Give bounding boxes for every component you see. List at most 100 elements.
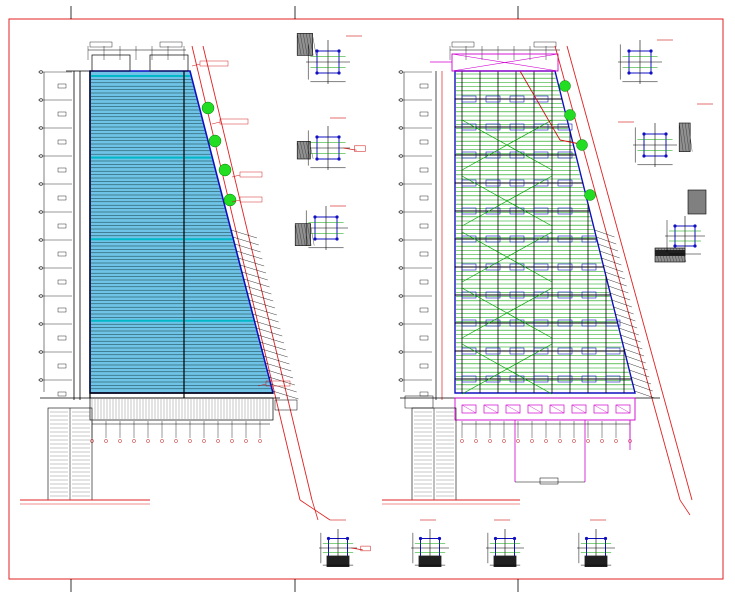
dimension-tag (57, 363, 67, 369)
roof-callout-bubble (208, 134, 222, 148)
detail-bolt (649, 49, 653, 53)
dimension-tag (57, 279, 67, 285)
grid-bubble (39, 294, 43, 298)
detail-base-plate (418, 555, 442, 567)
property-boundary (554, 45, 681, 501)
detail-bolt (313, 237, 317, 241)
roof-framing-plan (382, 41, 693, 516)
ridge-member (519, 70, 561, 141)
detail-bolt (627, 71, 631, 75)
detail-bolt (673, 224, 677, 228)
side-hatch (247, 292, 274, 302)
property-boundary (202, 45, 313, 501)
grid-bubble (488, 439, 492, 443)
detail-hatch (309, 33, 314, 56)
detail-bolt (418, 536, 423, 541)
side-hatch (618, 327, 639, 336)
dimension-tag (57, 167, 67, 173)
detail-bolt (313, 215, 317, 219)
side-hatch (241, 271, 268, 281)
side-hatch (601, 257, 622, 266)
side-hatch (234, 243, 261, 253)
parapet-box (91, 54, 131, 72)
detail-base-plate (326, 555, 350, 567)
side-hatch (238, 257, 265, 267)
connection-detail (296, 33, 350, 84)
annotation-leader (231, 199, 241, 203)
truss-node (581, 235, 597, 243)
truss-node (485, 123, 501, 131)
grid-bubble (544, 439, 548, 443)
grid-bubble (202, 439, 206, 443)
canopy-node (483, 404, 499, 414)
grid-bubble (614, 439, 618, 443)
canopy-brace (505, 404, 521, 414)
truss-node (533, 347, 549, 355)
grid-bubble (399, 350, 403, 354)
truss-node (485, 151, 501, 159)
canopy-frame (454, 397, 636, 421)
cross-bracing (461, 287, 553, 339)
cross-bracing (461, 231, 553, 283)
truss-node (557, 151, 573, 159)
grid-bubble (399, 98, 403, 102)
side-hatch (620, 334, 641, 343)
truss-node (509, 319, 525, 327)
detail-base-plate (584, 555, 608, 567)
grid-bubble (572, 439, 576, 443)
grid-bubble (530, 439, 534, 443)
grid-bubble (39, 266, 43, 270)
side-hatch (597, 243, 619, 252)
cross-bracing (461, 343, 553, 395)
grid-bubble (399, 154, 403, 158)
grid-bubble (399, 238, 403, 242)
detail-hatch (307, 223, 312, 246)
truss-node (485, 179, 501, 187)
grid-bubble (39, 70, 43, 74)
side-hatch (230, 229, 258, 239)
detail-hatch (688, 122, 693, 152)
side-hatch (232, 236, 259, 246)
canopy-brace (549, 404, 565, 414)
truss-node (509, 123, 525, 131)
connection-detail (633, 122, 693, 167)
detail-bolt (642, 132, 646, 136)
side-hatch (267, 369, 294, 379)
annotation-tag (219, 118, 249, 125)
truss-node (605, 375, 621, 383)
truss-node (533, 151, 549, 159)
detail-bolt (335, 237, 339, 241)
detail-hatch (312, 33, 317, 56)
framing-callout-bubble (584, 189, 596, 201)
grid-bubble (230, 439, 234, 443)
side-hatch (596, 236, 617, 245)
detail-hatch (297, 141, 302, 160)
grid-bubble (399, 294, 403, 298)
grid-bubble (39, 182, 43, 186)
dimension-tag (419, 195, 429, 201)
truss-node (485, 347, 501, 355)
grid-bubble (244, 439, 248, 443)
grid-bubble (188, 439, 192, 443)
truss-node (557, 375, 573, 383)
detail-tag (354, 145, 366, 152)
dimension-tag (419, 139, 429, 145)
grid-bubble (399, 210, 403, 214)
side-hatch (606, 278, 627, 287)
detail-hatched-section (294, 223, 311, 246)
canopy-node (461, 404, 477, 414)
detail-hatch (300, 141, 305, 160)
annotation-tag (404, 395, 434, 409)
truss-node (461, 207, 477, 215)
grid-bubble (39, 350, 43, 354)
grid-bubble (174, 439, 178, 443)
grid-bubble (39, 126, 43, 130)
truss-node (485, 235, 501, 243)
truss-node (485, 263, 501, 271)
side-hatch (608, 285, 629, 294)
detail-hatch (298, 223, 303, 246)
truss-node (533, 95, 549, 103)
side-hatch (265, 362, 292, 372)
side-hatch (259, 341, 286, 351)
detail-bolt (664, 154, 668, 158)
